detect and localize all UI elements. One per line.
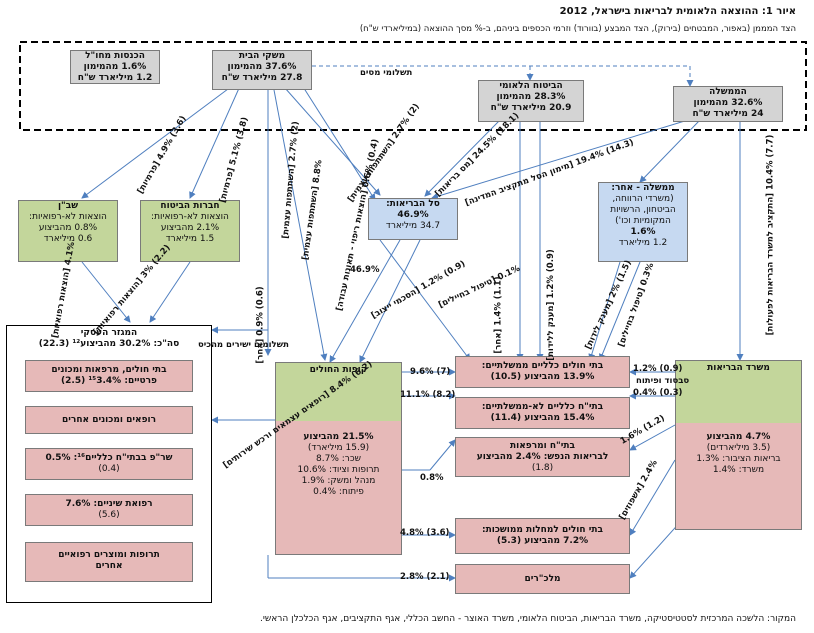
provider-mental-health: בתי"ח ומרפאות לבריאות הנפש: 2.4% מהביצוע… [455, 437, 630, 477]
flow-nii-gen: (0.9) 1.2% [מענק ללידות] [545, 249, 556, 361]
funder-government: הממשלה 32.6% מהמימון 24 מיליארד ש"ח [673, 86, 783, 122]
provider-moh: משרד הבריאות 4.7% מהביצוע (3.5 מיליארדים… [675, 360, 802, 530]
flow-kupot-chronic: (3.6) 4.8% [400, 528, 450, 538]
provider-chronic-hospitals: בתי חולים למחלות ממושכות: 7.2% מהביצוע (… [455, 518, 630, 554]
flow-kupot-mental: 0.8% [420, 473, 444, 483]
funder-nii: הביטוח הלאומי 28.3% מהמימון 20.9 מיליארד… [478, 80, 584, 122]
private-item-doctors: רופאים ומכונים אחרים [25, 406, 193, 434]
flow-kupot-nongov-hosp: (8.2) 11.1% [400, 390, 456, 400]
page-title: איור 1: ההוצאה הלאומית לבריאות בישראל, 2… [559, 6, 796, 17]
flow-moh-nongov-hosp: (0.3) 0.4% [633, 388, 683, 398]
provider-nonprofits: מלכ"רים [455, 564, 630, 594]
flow-nii-gen2: (1.1) 1.4% [אחר] [493, 276, 504, 354]
flow-moh-gov-hosp-label: סבסוד ופיתוח [636, 376, 690, 386]
funder-households: משקי הבית 37.6% מהמימון 27.8 מיליארד ש"ח [212, 50, 312, 90]
flow-kupot-gov-hosp: (7) 9.6% [410, 367, 451, 377]
flow-gov-moh: (7.7) 10.4% [התקציב למשרד הבריאות לפעולו… [765, 134, 776, 336]
insurer-gov-other: ממשלה - אחר: (משרדי הרווחה, הביטחון, הרש… [598, 182, 688, 262]
private-item-hospitals: בתי חולים, מרפאות ומכונים פרטיים: ¹⁵3.4%… [25, 360, 193, 392]
private-item-dental: רפואת שיניים: 7.6% (5.6) [25, 494, 193, 526]
provider-nongov-hospitals: בתי"ח כלליים לא-ממשלתיים: 15.4% מהביצוע … [455, 397, 630, 429]
private-item-sharap: שר"פ בבתי"ח כלליים¹⁶: 0.5% (0.4) [25, 448, 193, 480]
flow-basket-kupot: 46.9% [350, 265, 380, 275]
insurer-basket: סל הבריאות: 46.9% 34.7 מיליארד [368, 198, 458, 240]
taxes-label: תשלומי מסים [360, 68, 413, 78]
insurer-shaban: שב"ן הוצאות לא-רפואיות: 0.8% מהביצוע 0.6… [18, 200, 118, 262]
private-item-drugs: תרופות ומוצרים רפואיים אחרים [25, 542, 193, 582]
provider-gov-hospitals: בתי חולים כלליים ממשלתיים: 13.9% מהביצוע… [455, 356, 630, 388]
flow-kupot-nonprofits: (2.1) 2.8% [400, 572, 450, 582]
provider-kupot: קופות החולים 21.5% מהביצוע (15.9 מיליארד… [275, 362, 402, 555]
flow-moh-gov-hosp: (0.9) 1.2% [633, 364, 683, 374]
flow-hh-private-label: תשלומים ישירים מהכיס [198, 340, 289, 350]
page-subtitle: הצד המממן (באפור, המבטחים (בירוק), הצד ה… [359, 24, 796, 34]
flow-hh-kupot3: (0.6) 0.9% [אחר] [255, 286, 266, 364]
source-footer: המקור: הלשכה המרכזית לסטטיסטיקה, משרד הב… [260, 614, 796, 624]
insurer-insurance-companies: חברות הביטוח הוצאות לא-רפואיות: 2.1% מהב… [140, 200, 240, 262]
funder-abroad: הכנסות מחו"ל 1.6% מהמימון 1.2 מיליארד ש"… [70, 50, 160, 84]
provider-private-sector: המגזר העסקי סה"כ: 30.2% מהביצוע¹² (22.3)… [6, 325, 212, 603]
